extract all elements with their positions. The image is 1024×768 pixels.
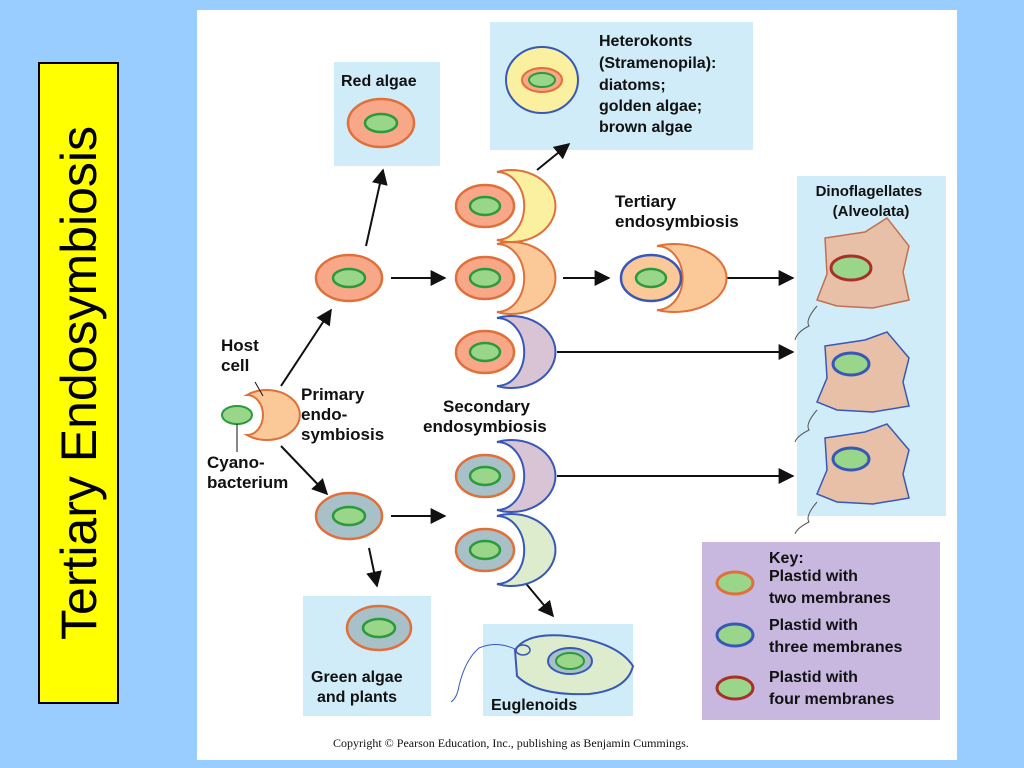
key-title: Key: (769, 550, 804, 567)
secondary-endosymbiosis-label: Secondary endosymbiosis (423, 397, 547, 436)
dinoflagellate-3 (794, 423, 910, 535)
tertiary-cell (619, 243, 728, 313)
red-algal-cell (314, 253, 384, 303)
heterokonts-label: Heterokonts (Stramenopila): diatoms; gol… (599, 33, 721, 136)
endosymbiosis-diagram: Host cell Cyano- bacterium Primary endo-… (197, 10, 957, 760)
arrow-to-heterokonts (536, 142, 571, 171)
euglenoids-label: Euglenoids (491, 697, 577, 714)
key-two-membranes-label: Plastid with two membranes (769, 568, 891, 607)
key-four-membranes-label: Plastid with four membranes (769, 669, 894, 708)
labels: Host cell Cyano- bacterium Primary endo-… (207, 33, 927, 750)
title-box: Tertiary Endosymbiosis (38, 62, 119, 704)
dinoflagellate-1 (794, 217, 910, 341)
arrow-host-to-green (280, 445, 329, 496)
arrow-to-euglenoids (522, 579, 555, 618)
swatch-three-membranes (715, 622, 755, 648)
host-cell (221, 381, 301, 452)
host-crescent-green (496, 513, 557, 587)
red-algae-label: Red algae (341, 73, 417, 90)
host-crescent-purple-2 (496, 439, 557, 513)
arrows (280, 142, 795, 618)
cyanobacterium-label: Cyano- bacterium (207, 453, 288, 492)
copyright-text: Copyright © Pearson Education, Inc., pub… (333, 736, 689, 750)
host-crescent-purple (496, 315, 557, 389)
dinoflagellates-label: Dinoflagellates (Alveolata) (816, 183, 927, 220)
green-algae-label: Green algae and plants (311, 669, 407, 706)
green-algal-cell (314, 491, 384, 541)
heterokont-cell (505, 46, 579, 114)
red-algae-cell (346, 97, 416, 149)
arrow-to-red-algae (365, 168, 388, 247)
key-swatches (715, 570, 755, 701)
arrow-host-to-red (280, 308, 332, 387)
secondary-plastids (454, 183, 516, 573)
euglenoid-cell (450, 634, 635, 703)
primary-endosymbiosis-label: Primary endo- symbiosis (301, 385, 384, 444)
swatch-two-membranes (715, 570, 755, 596)
green-algae-cell (345, 604, 413, 652)
cyanobacterium (221, 405, 253, 425)
host-cell-label: Host cell (221, 336, 264, 375)
dinoflagellate-2 (794, 331, 910, 443)
swatch-four-membranes (715, 675, 755, 701)
arrow-to-green-algae (366, 547, 382, 588)
secondary-hosts (496, 169, 557, 587)
key-three-membranes-label: Plastid with three membranes (769, 617, 902, 656)
slide-title: Tertiary Endosymbiosis (50, 125, 107, 641)
tertiary-endosymbiosis-label: Tertiary endosymbiosis (615, 192, 739, 231)
host-crescent-orange (496, 241, 557, 315)
